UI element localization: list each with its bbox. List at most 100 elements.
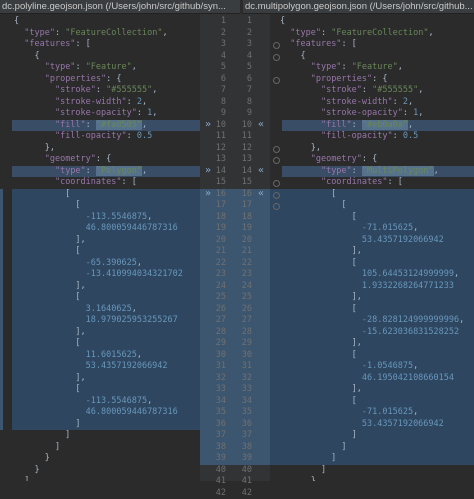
code-token: "features" — [290, 39, 341, 49]
code-token — [280, 419, 362, 429]
code-token: "fill" — [321, 120, 352, 130]
code-token — [14, 85, 55, 95]
code-token: , — [152, 85, 157, 95]
fold-marker[interactable] — [273, 42, 280, 49]
code-token: , — [132, 304, 137, 314]
code-token: [ — [280, 350, 357, 360]
code-token — [14, 166, 55, 176]
left-code-line: -65.390625, — [14, 258, 200, 270]
code-token: : — [137, 108, 147, 118]
left-line-number: 32 — [212, 373, 226, 385]
right-code-line: "features": [ — [280, 39, 474, 51]
right-line-number: 40 — [236, 465, 252, 477]
right-code-line: [ — [280, 258, 474, 270]
right-code-line: "fill-opacity": 0.5 — [280, 131, 474, 143]
code-token: -15.623036831528252 — [362, 327, 459, 337]
code-token: , — [418, 85, 423, 95]
revert-change-arrow-icon[interactable]: « — [258, 119, 264, 130]
right-code-line: ], — [280, 246, 474, 258]
code-token: , — [152, 108, 157, 118]
code-token: , — [147, 396, 152, 406]
right-line-number: 32 — [236, 373, 252, 385]
code-token: 1.9332268264771233 — [362, 281, 454, 291]
left-code-line: "type": "FeatureCollection", — [14, 28, 200, 40]
apply-change-arrow-icon[interactable]: » — [205, 165, 211, 176]
code-token: "#555555" — [106, 85, 152, 95]
right-code-line: 105.64453124999999, — [280, 269, 474, 281]
right-line-number: 21 — [236, 246, 252, 258]
code-token: , — [398, 62, 403, 72]
fold-marker[interactable] — [273, 192, 280, 199]
code-token: , — [132, 62, 137, 72]
code-token: ] — [14, 476, 29, 481]
right-line-number: 11 — [236, 131, 252, 143]
code-token — [280, 177, 321, 187]
left-editor-pane[interactable]: { "type": "FeatureCollection", "features… — [0, 14, 200, 481]
code-token — [280, 166, 321, 176]
code-token: , — [434, 166, 439, 176]
code-token: [ — [280, 396, 357, 406]
fold-marker[interactable] — [273, 54, 280, 61]
code-token — [280, 97, 321, 107]
right-line-number: 39 — [236, 453, 252, 465]
code-token: , — [142, 97, 147, 107]
code-token: , — [418, 108, 423, 118]
code-token — [14, 108, 55, 118]
right-code-line: "type": "MultiPolygon", — [280, 166, 474, 178]
right-code-line: "fill": "#eb0a0a", — [280, 120, 474, 132]
code-token: , — [142, 120, 147, 130]
code-token: ], — [14, 327, 86, 337]
left-line-number: 2 — [212, 28, 226, 40]
right-line-number: 2 — [236, 28, 252, 40]
code-token: 46.195042108660154 — [362, 373, 454, 383]
code-token — [280, 327, 362, 337]
code-token: ] — [280, 430, 357, 440]
right-line-number: 8 — [236, 97, 252, 109]
left-line-number: 3 — [212, 39, 226, 51]
right-line-number: 28 — [236, 327, 252, 339]
code-token: "features" — [24, 39, 75, 49]
code-token: "coordinates" — [321, 177, 388, 187]
left-code-line: ], — [14, 281, 200, 293]
code-token: [ — [280, 258, 357, 268]
fold-marker[interactable] — [273, 157, 280, 164]
code-token: ], — [14, 373, 86, 383]
code-token: "type" — [45, 62, 76, 72]
code-token: -65.390625 — [86, 258, 137, 268]
fold-marker[interactable] — [273, 146, 280, 153]
left-line-number: 31 — [212, 361, 226, 373]
code-token — [280, 131, 321, 141]
apply-change-arrow-icon[interactable]: » — [205, 188, 211, 199]
apply-change-arrow-icon[interactable]: » — [205, 119, 211, 130]
code-token: ] — [280, 465, 326, 475]
code-token: : — [55, 28, 65, 38]
right-line-number: 6 — [236, 74, 252, 86]
fold-marker[interactable] — [273, 77, 280, 84]
code-token: [ — [280, 189, 336, 199]
left-code-line: -13.410994034321702 — [14, 269, 200, 281]
revert-change-arrow-icon[interactable]: « — [258, 165, 264, 176]
code-token — [280, 235, 362, 245]
left-line-number: 26 — [212, 304, 226, 316]
code-token: 0.5 — [403, 131, 418, 141]
fold-marker[interactable] — [273, 203, 280, 210]
left-code-line: "stroke-opacity": 1, — [14, 108, 200, 120]
code-token — [14, 154, 45, 164]
right-line-number: 31 — [236, 361, 252, 373]
code-token: "FeatureCollection" — [331, 28, 428, 38]
right-line-number: 19 — [236, 223, 252, 235]
code-token: }, — [14, 143, 55, 153]
left-code-line: ] — [14, 419, 200, 431]
revert-change-arrow-icon[interactable]: « — [258, 188, 264, 199]
right-code-line: ] — [280, 442, 474, 454]
right-line-number: 13 — [236, 154, 252, 166]
left-code-line: "geometry": { — [14, 154, 200, 166]
left-code-line: "coordinates": [ — [14, 177, 200, 189]
code-token: } — [280, 476, 316, 481]
code-token — [280, 28, 290, 38]
right-editor-pane[interactable]: { "type": "FeatureCollection", "features… — [270, 14, 474, 481]
left-code-line: 53.4357192066942 — [14, 361, 200, 373]
right-code-line: [ — [280, 396, 474, 408]
left-line-number: 17 — [212, 200, 226, 212]
fold-marker[interactable] — [273, 180, 280, 187]
